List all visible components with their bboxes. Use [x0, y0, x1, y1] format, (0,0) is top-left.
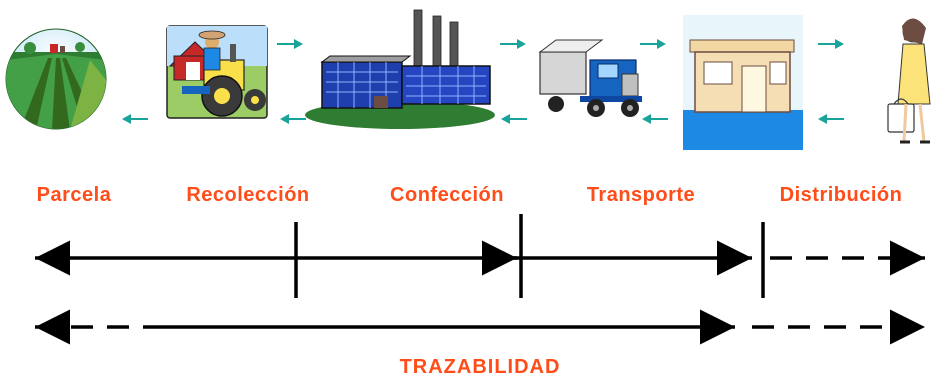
forward-flow-arrows — [277, 39, 844, 49]
traceability-title: TRAZABILIDAD — [400, 356, 561, 376]
flow-arrow-backward — [818, 114, 844, 124]
flow-arrow-forward — [500, 39, 526, 49]
stage-label-parcela: Parcela — [37, 184, 112, 206]
field-clipart-icon — [5, 28, 107, 130]
flow-arrow-backward — [122, 114, 148, 124]
stage-labels: Parcela Recolección Confección Transport… — [37, 184, 903, 206]
factory-icon — [305, 9, 495, 129]
store-icon — [683, 15, 803, 150]
stage-label-distribucion: Distribución — [780, 184, 903, 206]
flow-arrow-forward — [640, 39, 666, 49]
stage-timeline — [35, 214, 925, 298]
flow-arrow-forward — [277, 39, 303, 49]
flow-arrow-forward — [818, 39, 844, 49]
stage-label-recoleccion: Recolección — [186, 184, 309, 206]
flow-arrow-backward — [501, 114, 527, 124]
stage-label-transporte: Transporte — [587, 184, 695, 206]
flow-arrow-backward — [642, 114, 668, 124]
backward-flow-arrows — [122, 114, 844, 124]
stage-label-confeccion: Confección — [390, 184, 504, 206]
flow-arrow-backward — [280, 114, 306, 124]
farmer-tractor-icon — [166, 25, 268, 119]
shopper-woman-icon — [887, 18, 931, 144]
truck-icon — [538, 39, 642, 117]
